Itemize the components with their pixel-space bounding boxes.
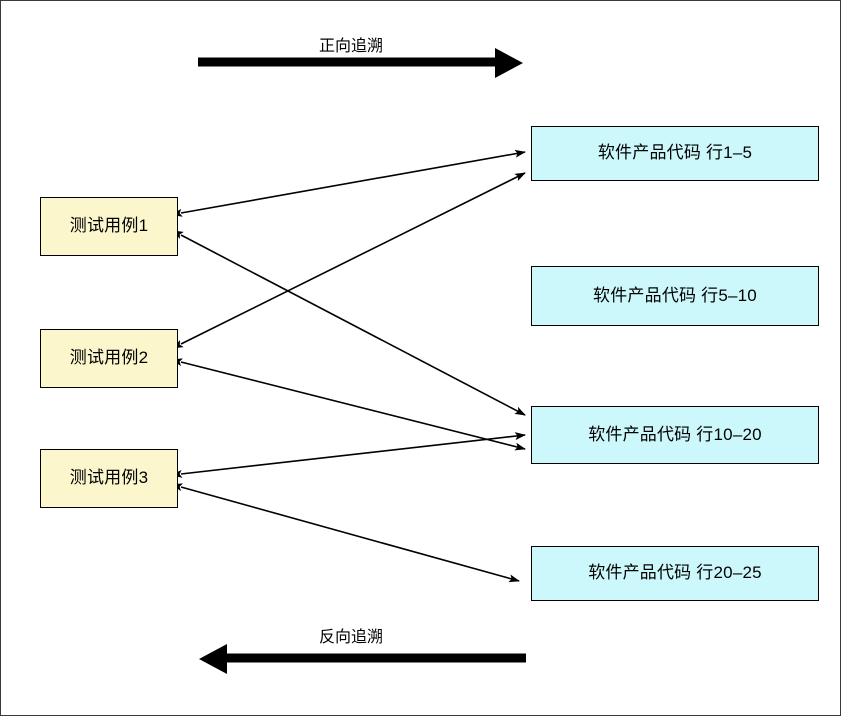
forward-trace-label: 正向追溯 <box>318 38 383 55</box>
link-tc2-code3 <box>171 358 526 451</box>
test-case-1-label: 测试用例1 <box>69 216 149 236</box>
link-tc1-code1 <box>171 149 526 217</box>
link-tc3-code4 <box>171 483 520 583</box>
test-case-2[interactable]: 测试用例2 <box>40 329 178 388</box>
code-block-4-label: 软件产品代码 行20–25 <box>588 563 762 583</box>
code-block-1-label: 软件产品代码 行1–5 <box>597 143 753 163</box>
code-block-2[interactable]: 软件产品代码 行5–10 <box>531 266 819 326</box>
test-case-3-label: 测试用例3 <box>69 468 149 488</box>
code-block-2-label: 软件产品代码 行5–10 <box>593 285 757 305</box>
backward-trace-arrow <box>199 644 526 674</box>
test-case-3[interactable]: 测试用例3 <box>40 449 178 508</box>
backward-trace-label: 反向追溯 <box>318 629 383 646</box>
test-case-2-label: 测试用例2 <box>69 348 149 368</box>
code-block-1[interactable]: 软件产品代码 行1–5 <box>531 126 819 181</box>
code-block-4[interactable]: 软件产品代码 行20–25 <box>531 546 819 601</box>
code-block-3-label: 软件产品代码 行10–20 <box>588 424 762 444</box>
code-block-3[interactable]: 软件产品代码 行10–20 <box>531 406 819 464</box>
link-tc3-code3 <box>171 432 526 478</box>
link-tc1-code3 <box>172 230 526 416</box>
test-case-1[interactable]: 测试用例1 <box>40 197 178 256</box>
link-tc2-code2 <box>172 172 526 349</box>
